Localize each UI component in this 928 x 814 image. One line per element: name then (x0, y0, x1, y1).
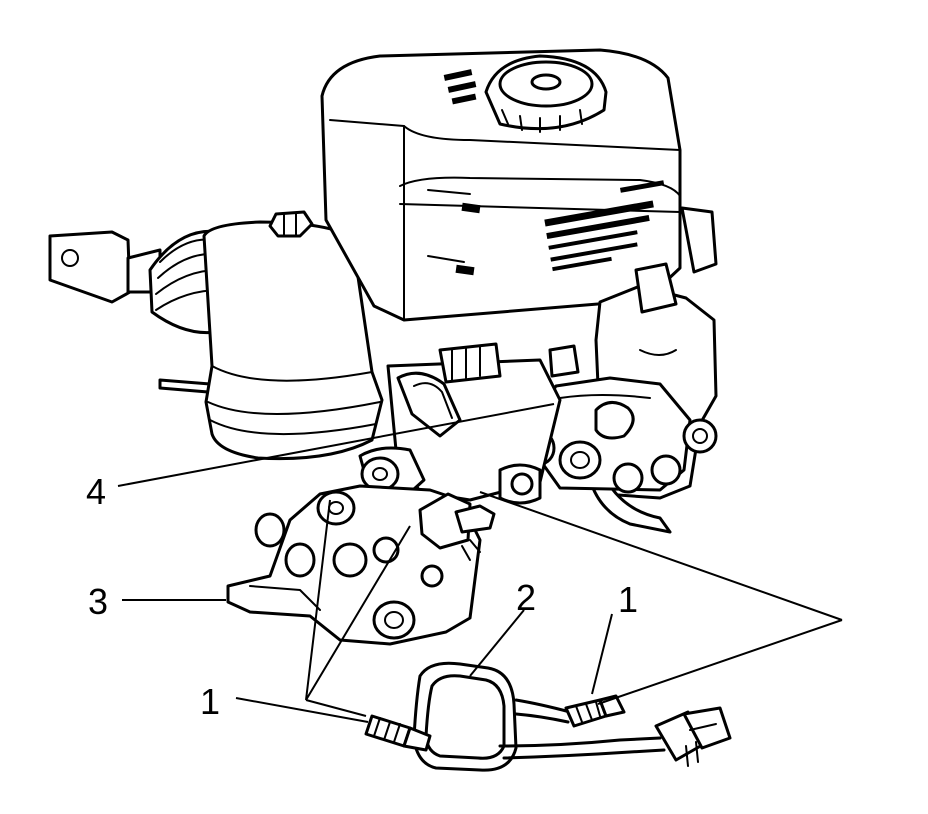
fitting-left (364, 714, 432, 752)
leader-1a (235, 697, 369, 723)
callout-2: 2 (516, 577, 536, 618)
central-body (358, 342, 580, 505)
callout-3: 3 (88, 581, 108, 622)
modulator-body-shape (226, 484, 496, 646)
callout-1-left: 1 (200, 681, 220, 722)
fitting-right (564, 694, 626, 728)
pipe-end-connector (654, 706, 732, 767)
leader-1b (591, 613, 613, 695)
reservoir-label-text (443, 69, 665, 272)
filter-canister (202, 210, 384, 461)
callouts: 1 1 2 3 4 (86, 471, 638, 722)
master-cylinder-reservoir (320, 48, 682, 322)
brake-booster (48, 229, 228, 394)
leader-2 (469, 609, 525, 677)
leader-4 (117, 403, 555, 487)
leader-1b-branch (479, 491, 843, 705)
callout-1-right: 1 (618, 579, 638, 620)
brake-pipe-assembly (364, 661, 732, 772)
leader-lines (117, 403, 843, 723)
leader-1a-branch (305, 499, 411, 717)
callout-4: 4 (86, 471, 106, 512)
